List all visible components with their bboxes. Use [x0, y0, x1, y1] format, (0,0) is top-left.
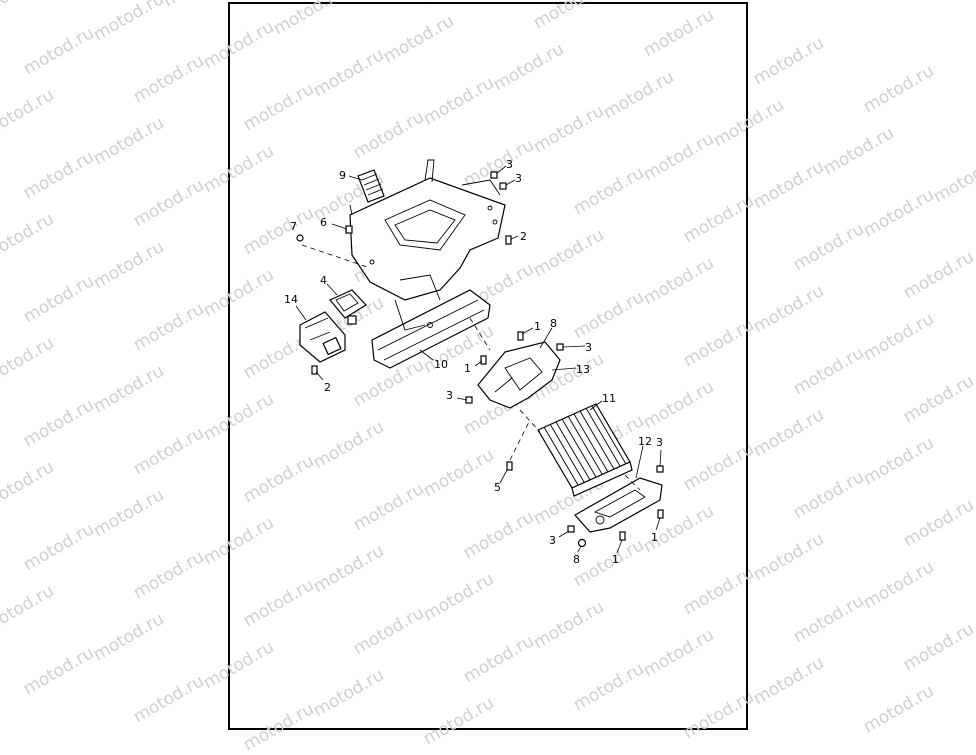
- callout-3: 3: [585, 341, 592, 354]
- fastener-1b: [480, 355, 487, 365]
- fasteners: [296, 171, 664, 548]
- callout-10: 10: [434, 358, 448, 371]
- callout-2: 2: [324, 381, 331, 394]
- fastener-1a: [517, 331, 524, 341]
- fastener-7: [296, 234, 304, 242]
- callout-3: 3: [515, 172, 522, 185]
- part-12-lower-bracket: [574, 477, 663, 533]
- fastener-1d: [619, 531, 626, 541]
- callout-1: 1: [612, 553, 619, 566]
- callout-1: 1: [534, 320, 541, 333]
- callout-11: 11: [602, 392, 616, 405]
- callout-3: 3: [506, 158, 513, 171]
- part-4-bracket: [329, 289, 367, 325]
- part-14-module: [299, 311, 346, 363]
- main-frame-bracket: [349, 159, 506, 301]
- callout-9: 9: [339, 169, 346, 182]
- callout-3: 3: [446, 389, 453, 402]
- fastener-5: [506, 461, 513, 471]
- part-9-pad: [357, 169, 385, 203]
- part-11-amplifier: [537, 403, 633, 497]
- exploded-parts-diagram: 9 3 3 7 6 2 4 14 2 10 1 8 1 3 13 3 11 12…: [284, 158, 664, 566]
- callout-6: 6: [320, 216, 327, 229]
- callout-14: 14: [284, 293, 298, 306]
- leader-lines: [295, 165, 662, 554]
- callout-7: 7: [290, 220, 297, 233]
- callout-1: 1: [651, 531, 658, 544]
- fastener-3c: [556, 343, 564, 351]
- callout-labels: 9 3 3 7 6 2 4 14 2 10 1 8 1 3 13 3 11 12…: [284, 158, 663, 566]
- part-10-crossmember: [371, 289, 491, 369]
- fastener-3f: [567, 525, 575, 533]
- fastener-2a: [505, 235, 512, 245]
- fastener-2b: [311, 365, 318, 375]
- callout-8: 8: [550, 317, 557, 330]
- fastener-1c: [657, 509, 664, 519]
- callout-8: 8: [573, 553, 580, 566]
- fastener-8b: [577, 538, 587, 548]
- callout-4: 4: [320, 274, 327, 287]
- callout-5: 5: [494, 481, 501, 494]
- callout-13: 13: [576, 363, 590, 376]
- callout-3: 3: [549, 534, 556, 547]
- assembly-lines: [301, 244, 641, 491]
- fastener-3b: [499, 182, 507, 190]
- fastener-3a: [490, 171, 498, 179]
- part-13-mount-bracket: [477, 341, 561, 409]
- callout-2: 2: [520, 230, 527, 243]
- fastener-3e: [656, 465, 664, 473]
- callout-3: 3: [656, 436, 663, 449]
- fastener-6: [345, 225, 353, 234]
- callout-1: 1: [464, 362, 471, 375]
- callout-12: 12: [638, 435, 652, 448]
